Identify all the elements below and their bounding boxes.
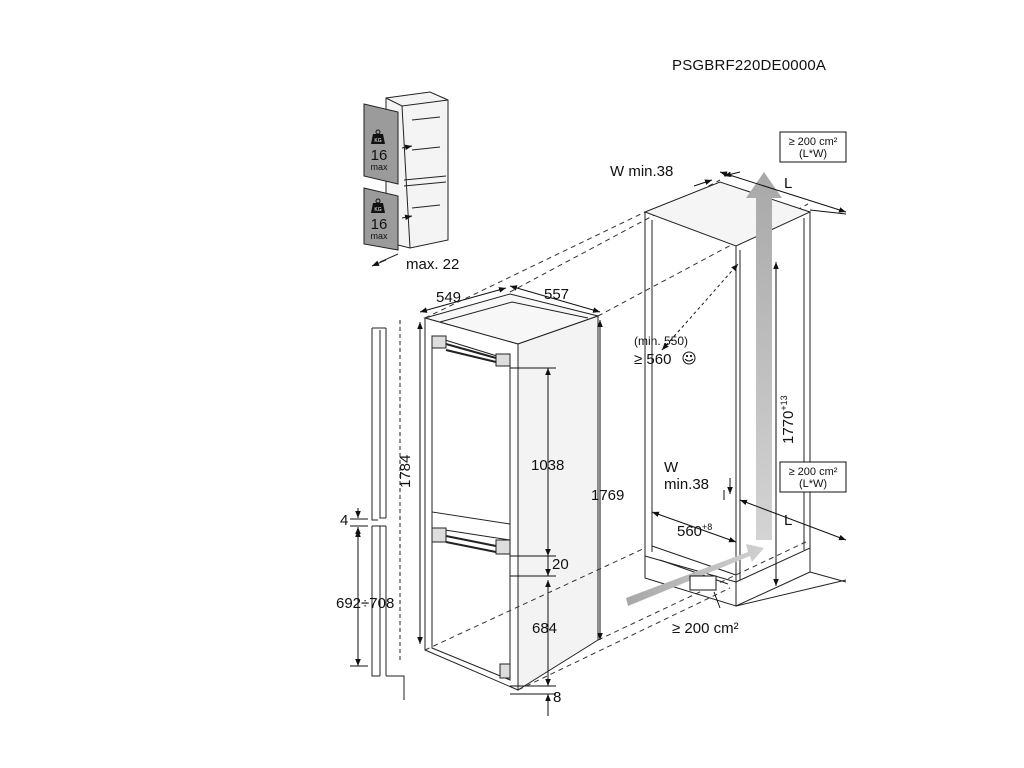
top-vent-formula: (L*W): [799, 148, 827, 160]
upper-door-weight-label: KG 16 max: [370, 129, 388, 172]
top-vent-area-box: ≥ 200 cm² (L*W): [779, 131, 847, 163]
niche-width-tolerance: +8: [702, 522, 712, 532]
upper-door-weight-value: 16: [371, 147, 388, 164]
lower-door-weight-value: 16: [371, 216, 388, 233]
bottom-vent-length: L: [784, 512, 792, 529]
door-panel-gap: 4: [340, 512, 348, 529]
door-load-illustration: [363, 91, 449, 267]
appliance-dimension-lines: [417, 285, 603, 716]
appliance-depth: 549: [436, 289, 461, 306]
appliance-height-total: 1784: [397, 455, 414, 488]
top-vent-length: L: [784, 175, 792, 192]
smiley-icon: [682, 351, 696, 365]
lower-door-weight-unit: max: [370, 231, 388, 241]
niche-height-label: 1770+13: [779, 395, 797, 444]
airflow-arrows: [626, 172, 782, 606]
upper-door-height: 1038: [531, 457, 564, 474]
niche-width-label: 560+8: [677, 522, 712, 540]
niche-depth-min: (min. 550): [634, 334, 688, 348]
bottom-vent-formula: (L*W): [799, 478, 827, 490]
appliance-height-side: 1769: [591, 487, 624, 504]
niche-depth-recommended: ≥ 560: [634, 351, 671, 368]
lower-door-weight-badge: KG: [374, 207, 381, 213]
model-code: PSGBRF220DE0000A: [672, 57, 826, 74]
door-panel-height-range: 692÷708: [336, 595, 394, 612]
appliance-body: [423, 293, 600, 691]
bottom-vent-area-box: ≥ 200 cm² (L*W): [779, 461, 847, 493]
bottom-vent-width-w: W: [664, 459, 679, 476]
top-vent-width: W min.38: [610, 163, 673, 180]
bottom-vent-area: ≥ 200 cm²: [789, 466, 838, 478]
lower-door-weight-label: KG 16 max: [370, 198, 388, 241]
door-panel-dimension-lines: [350, 508, 368, 667]
door-gap-height: 20: [552, 556, 569, 573]
upper-door-weight-unit: max: [370, 162, 388, 172]
door-gap-label: max. 22: [406, 256, 459, 273]
furniture-door-panel: [371, 320, 405, 700]
plinth-vent-area: ≥ 200 cm²: [672, 620, 739, 637]
weight-icon: [371, 198, 385, 213]
niche-width: 560: [677, 523, 702, 540]
niche-cabinet: [643, 181, 847, 607]
top-vent-area: ≥ 200 cm²: [789, 136, 838, 148]
niche-height: 1770: [780, 411, 797, 444]
niche-dimension-lines: [651, 171, 847, 609]
lower-door-height: 684: [532, 620, 557, 637]
bottom-gap-height: 8: [553, 689, 561, 706]
bottom-vent-width-min: min.38: [664, 476, 709, 493]
niche-height-tolerance: +13: [779, 395, 789, 410]
weight-icon: [371, 129, 385, 144]
upper-door-weight-badge: KG: [374, 138, 381, 144]
appliance-width: 557: [544, 286, 569, 303]
svg-text:1770+13: 1770+13: [779, 395, 797, 444]
